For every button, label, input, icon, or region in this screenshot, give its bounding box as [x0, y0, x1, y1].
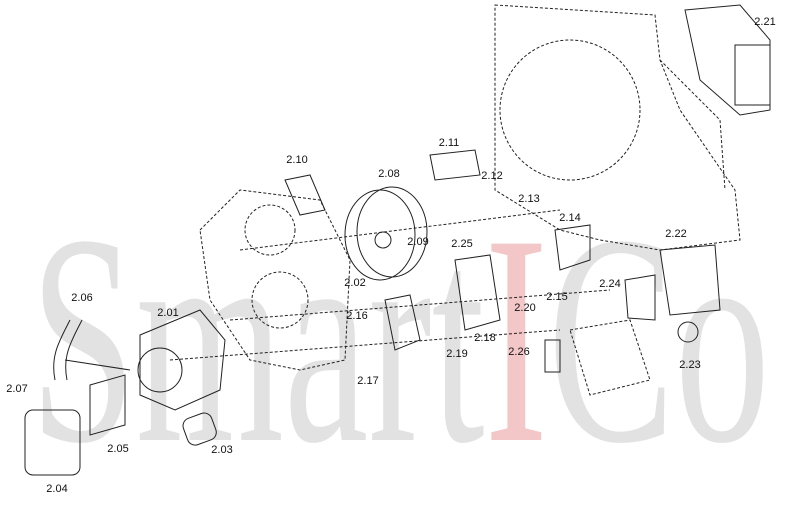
- label-2.15: 2.15: [546, 291, 568, 303]
- label-2.21: 2.21: [754, 16, 776, 28]
- part-2.23: [677, 321, 699, 343]
- filter: [24, 409, 81, 476]
- mounting-flange: [169, 189, 611, 371]
- label-2.06: 2.06: [71, 292, 93, 304]
- label-2.22: 2.22: [665, 228, 687, 240]
- label-2.11: 2.11: [438, 137, 460, 149]
- label-2.25: 2.25: [451, 238, 473, 250]
- part-2.21: [684, 4, 771, 116]
- bracket: [284, 174, 326, 216]
- label-2.03: 2.03: [211, 444, 233, 456]
- air-damper: [659, 244, 721, 316]
- label-2.17: 2.17: [357, 375, 379, 387]
- gasket: [624, 274, 656, 321]
- part-2.26: [544, 339, 561, 373]
- label-2.26: 2.26: [508, 346, 530, 358]
- part-2.16: [384, 294, 421, 351]
- fan-wheel: [344, 186, 428, 281]
- part-2.14: [554, 224, 591, 271]
- label-2.08: 2.08: [378, 168, 400, 180]
- label-2.09: 2.09: [407, 236, 429, 248]
- label-2.16: 2.16: [346, 310, 368, 322]
- watermark-highlight: I: [485, 173, 548, 505]
- burner-housing: [494, 4, 741, 251]
- label-2.12: 2.12: [481, 170, 503, 182]
- label-2.02: 2.02: [344, 277, 366, 289]
- motor: [137, 309, 226, 411]
- capacitor: [182, 412, 217, 446]
- electrode-rod: [429, 149, 481, 181]
- label-2.13: 2.13: [518, 193, 540, 205]
- label-2.04: 2.04: [46, 483, 68, 495]
- label-2.18: 2.18: [474, 332, 496, 344]
- plate: [89, 374, 126, 436]
- label-2.10: 2.10: [286, 154, 308, 166]
- hose: [53, 319, 131, 381]
- label-2.05: 2.05: [107, 443, 129, 455]
- label-2.23: 2.23: [679, 359, 701, 371]
- label-2.20: 2.20: [514, 302, 536, 314]
- label-2.19: 2.19: [446, 348, 468, 360]
- label-2.07: 2.07: [6, 383, 28, 395]
- label-2.01: 2.01: [157, 307, 179, 319]
- pump: [569, 319, 651, 396]
- control-box: [454, 254, 501, 331]
- label-2.14: 2.14: [559, 212, 581, 224]
- watermark-suffix: Co: [548, 173, 770, 505]
- label-2.24: 2.24: [599, 278, 621, 290]
